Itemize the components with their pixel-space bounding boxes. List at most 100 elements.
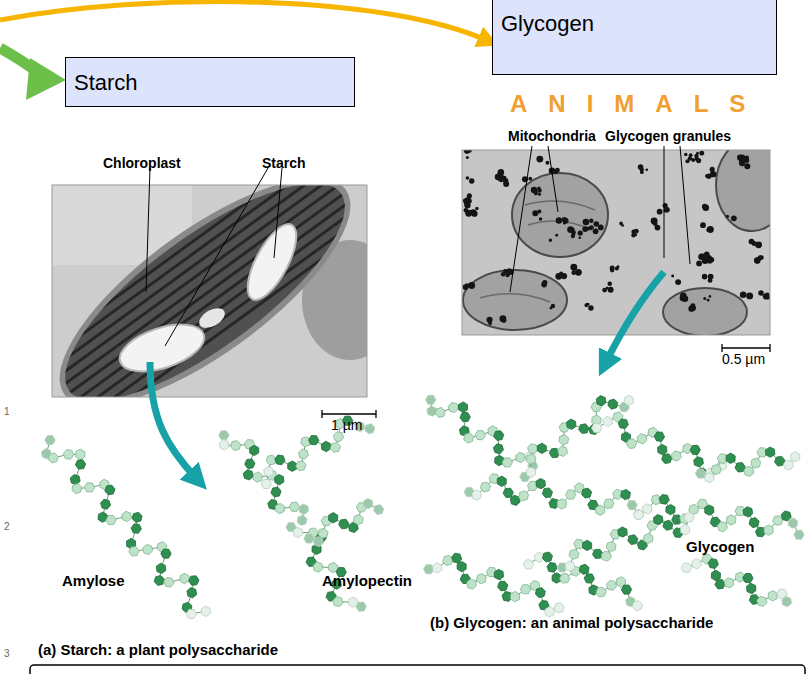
group-heading: ANIMALS [510,90,766,119]
glycogen-granule [538,193,541,196]
glucose-unit [634,509,644,519]
glucose-unit [289,502,299,511]
glycogen-granule [707,226,714,233]
glucose-unit [106,516,116,525]
glycosidic-bond [701,452,796,477]
glucose-unit [498,581,508,591]
glucose-unit [618,527,627,537]
glucose-unit [579,564,589,574]
glucose-unit [794,530,804,539]
glycosidic-bond [224,435,304,520]
glycogen-granule [588,305,594,311]
glucose-unit [48,453,58,463]
glycogen-granule [598,225,604,231]
glucose-unit [452,553,462,563]
glucose-unit [788,518,798,528]
glucose-unit [583,540,592,550]
glucose-unit [558,446,568,456]
glycogen-granule [731,215,737,221]
glycogen-granule [466,176,470,180]
glycogen-granule [706,228,710,232]
glucose-unit [764,525,773,535]
scale-bar-tick [721,344,722,352]
glucose-unit [243,470,253,480]
glycogen-granule [671,275,674,278]
glucose-unit [275,455,285,465]
glycogen-granule [499,315,506,322]
glucose-unit [708,559,718,569]
glucose-unit [766,447,775,457]
glycosidic-bond [469,479,639,515]
part-label: Glycogen granules [605,128,731,145]
glucose-unit [318,528,328,538]
glycogen-granule [696,152,699,155]
glycogen-granule [739,160,745,166]
glycogen-granule [700,222,706,228]
glycogen-granule [466,156,469,159]
scale-label: 1 µm [331,417,362,434]
glucose-unit [333,432,343,442]
glucose-unit [520,585,530,594]
glucose-unit [333,597,343,607]
thylakoid [80,211,367,397]
glycosidic-bond [639,499,799,534]
glucose-unit [448,403,458,413]
glycogen-granule [746,293,753,300]
leader-line [664,146,665,258]
zoom-arrow [150,362,196,478]
glucose-unit [567,419,576,429]
glycogen-granule [602,288,607,293]
glucose-unit [261,480,271,489]
glucose-unit [275,503,284,513]
glucose-unit [542,552,552,562]
glycogen-granule [463,284,469,290]
glucose-unit [536,478,545,488]
glycogen-granule [503,181,509,187]
glucose-unit [250,445,259,455]
glycogen-granule [495,174,501,180]
glucose-unit [592,424,602,433]
glucose-unit [304,534,314,543]
glucose-unit [101,499,111,509]
glucose-unit [129,547,139,557]
zoom-arrow [606,272,664,362]
glucose-unit [724,578,734,588]
polysaccharide-chains [42,395,805,618]
glucose-unit [476,574,486,584]
glucose-unit [339,519,349,529]
glucose-unit [253,472,263,482]
glycogen-granule [657,209,663,215]
glucose-unit [458,402,467,412]
glucose-unit [472,490,482,500]
glucose-unit [475,431,485,440]
glycogen-granule [531,187,538,194]
leader-line [274,168,282,258]
glucose-unit [435,408,445,418]
glucose-unit [494,431,504,441]
glycogen-granule [744,163,750,169]
glucose-unit [632,601,642,611]
glucose-unit [186,609,196,618]
glucose-unit [757,596,767,606]
glucose-unit [743,573,753,582]
glucose-unit [231,441,241,451]
glucose-unit [681,563,691,572]
part-label: Mitochondria [508,128,596,145]
glucose-unit [132,512,142,522]
micrograph-frame [52,185,367,397]
structure-label: Glycogen [686,538,754,556]
glucose-unit [659,495,669,505]
thylakoid [68,195,367,397]
glycogen-granule [638,164,644,170]
glucose-unit [201,606,210,616]
glucose-unit [460,412,470,422]
glucose-unit [63,450,73,460]
glucose-unit [782,596,792,606]
glycogen-granule [585,303,588,306]
glucose-unit [608,399,618,409]
glucose-unit [582,488,592,498]
line-number: 2 [4,521,10,533]
glycogen-granule [536,156,543,163]
glucose-unit [313,562,323,572]
